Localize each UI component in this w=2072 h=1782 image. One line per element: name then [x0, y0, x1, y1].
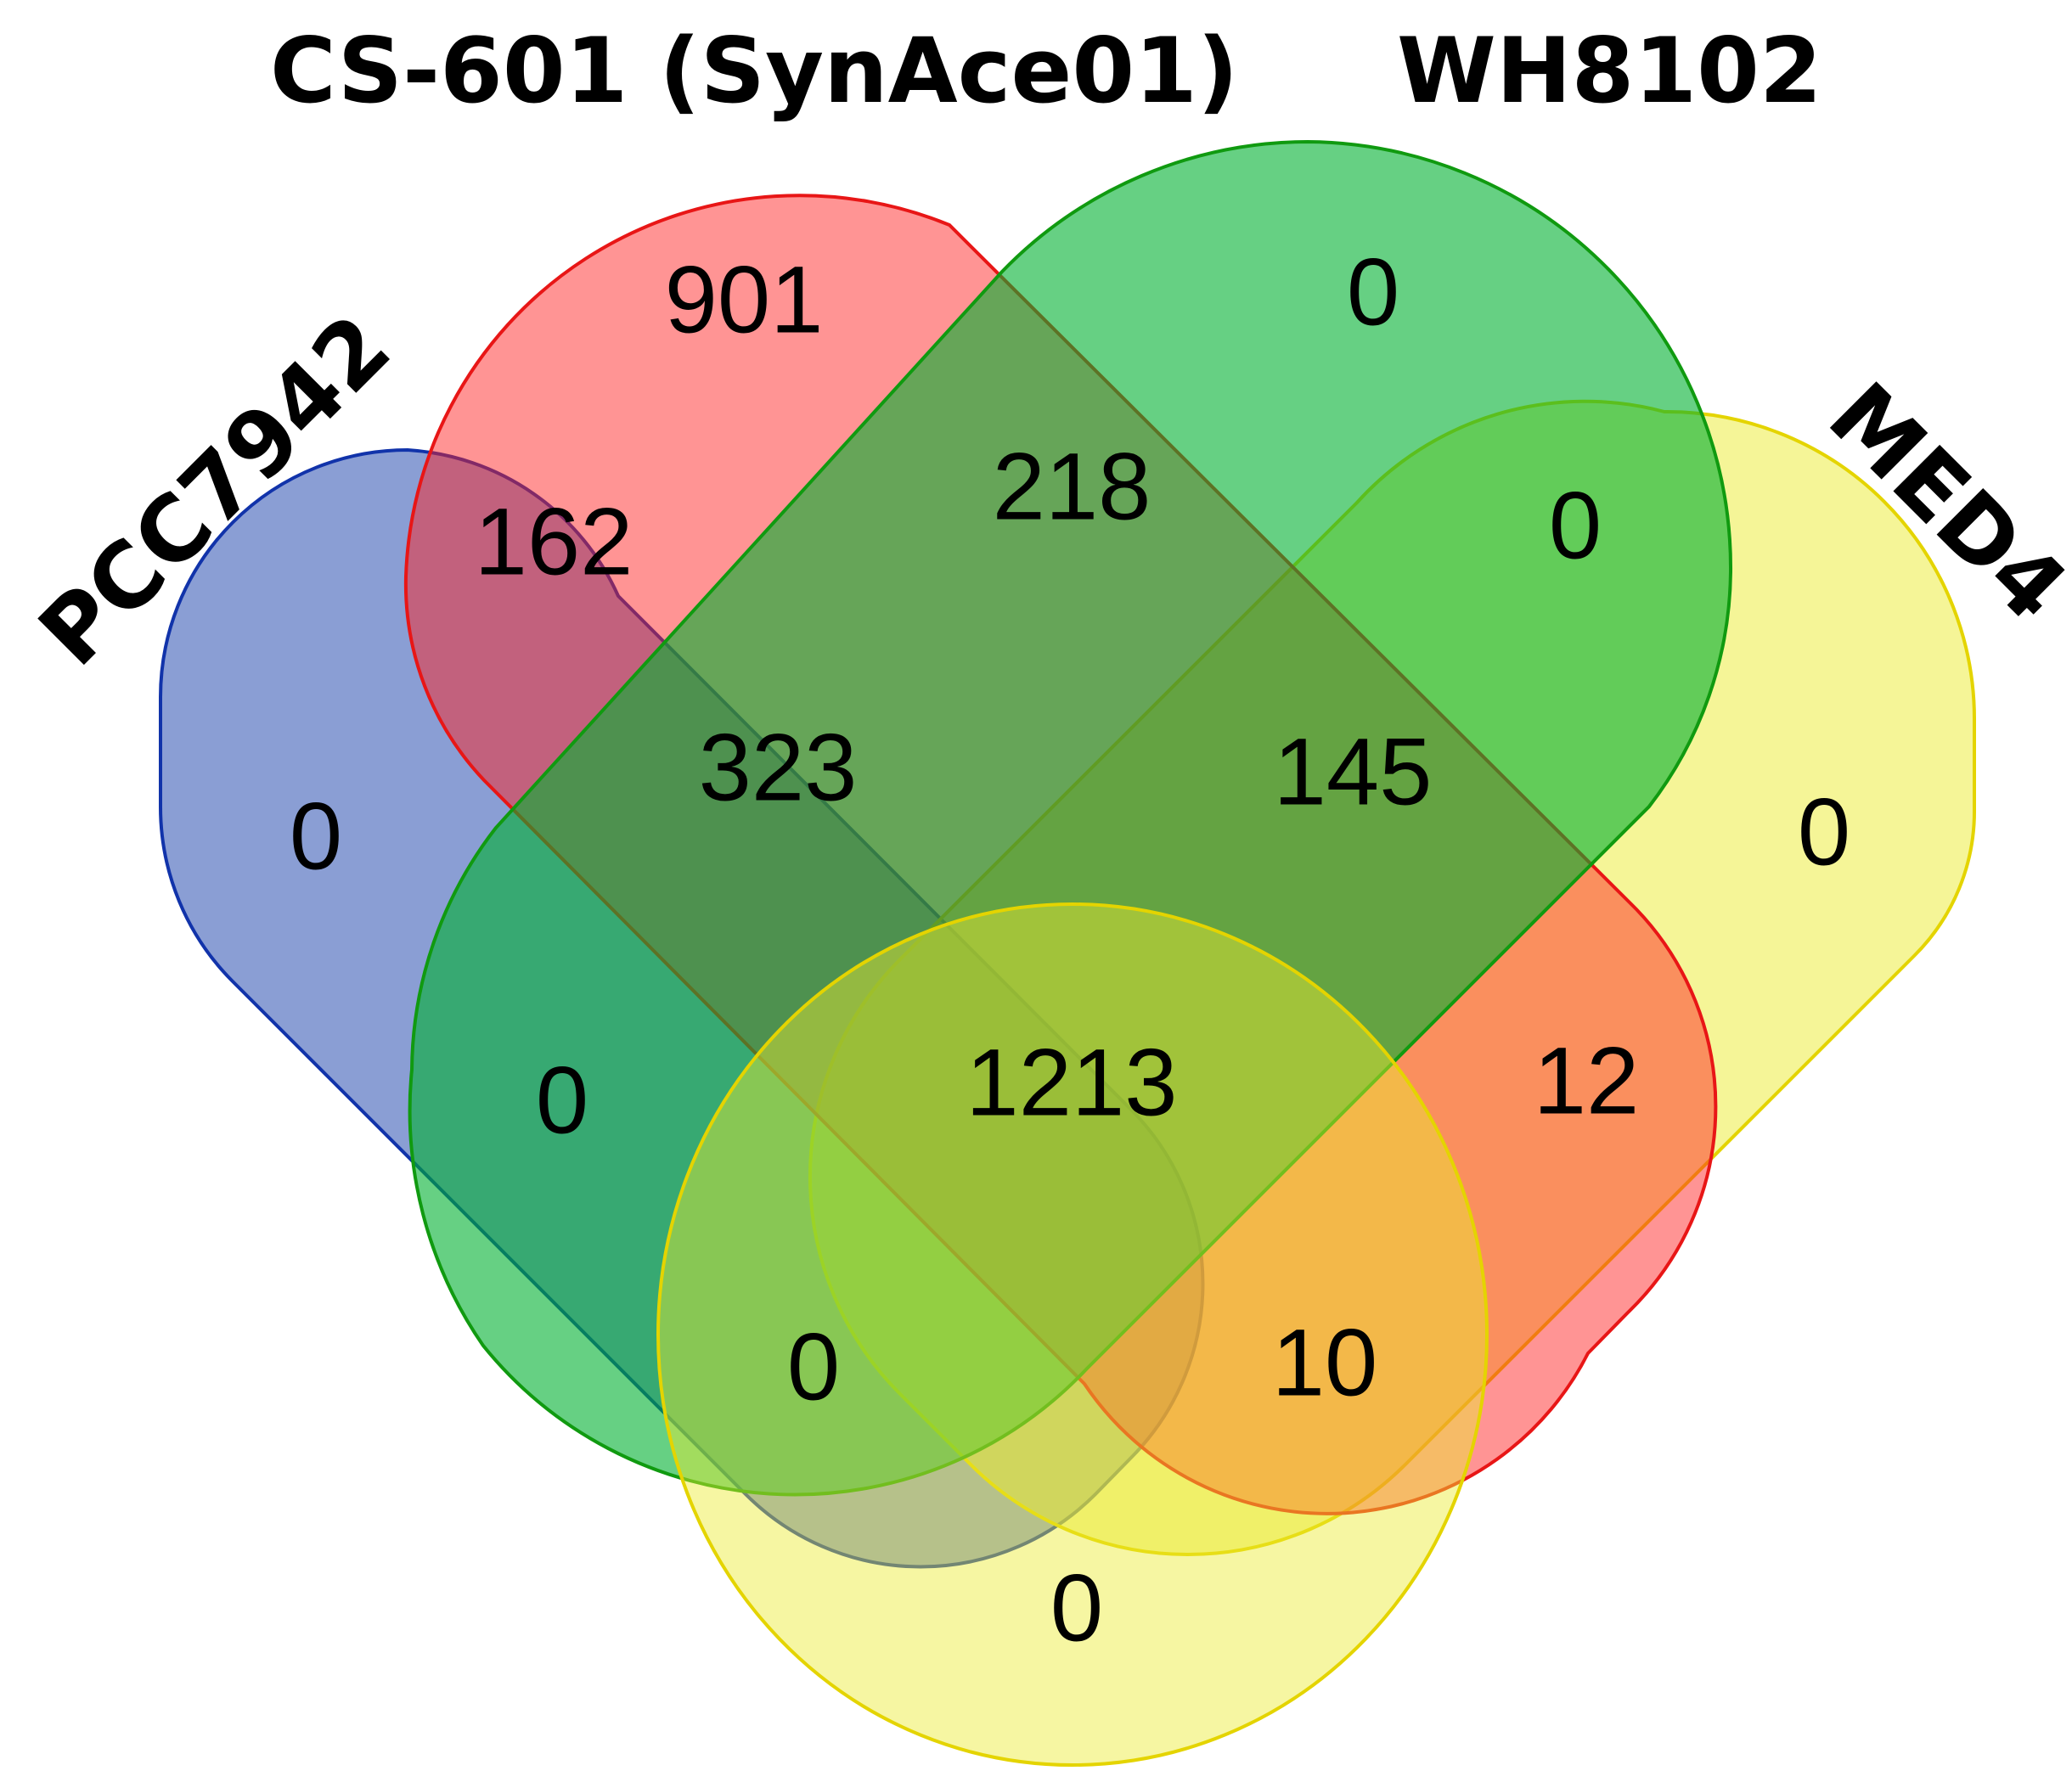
count-med-only: 0: [1798, 779, 1850, 885]
count-cs-med: 12: [1534, 1028, 1640, 1134]
count-wh-med: 0: [1549, 473, 1602, 579]
set-shape-med4-bottom: [656, 902, 1489, 1767]
count-pcc-med: 0: [1050, 1555, 1103, 1661]
count-pcc-wh: 0: [536, 1048, 588, 1154]
set-shapes: [158, 139, 1977, 1767]
region-counts: 901 0 0 0 162 218 0 323 145 0 1213 12 0 …: [290, 239, 1850, 1661]
count-cs-wh-med: 145: [1274, 719, 1433, 825]
count-pcc-only: 0: [290, 784, 342, 890]
count-pcc-cs-wh: 323: [699, 715, 858, 821]
set-label-cs-601: CS-601 (SynAce01): [270, 19, 1238, 123]
set-shape-wh8102: [408, 139, 1733, 1497]
count-cs-only: 901: [665, 247, 824, 353]
count-pcc-cs-med: 10: [1272, 1310, 1378, 1416]
count-wh-only: 0: [1347, 239, 1399, 346]
count-pcc-cs: 162: [475, 489, 633, 595]
count-all-four: 1213: [966, 1030, 1177, 1136]
count-cs-wh: 218: [993, 434, 1151, 540]
set-label-wh8102: WH8102: [1397, 19, 1822, 123]
count-pcc-wh-med: 0: [787, 1314, 840, 1420]
